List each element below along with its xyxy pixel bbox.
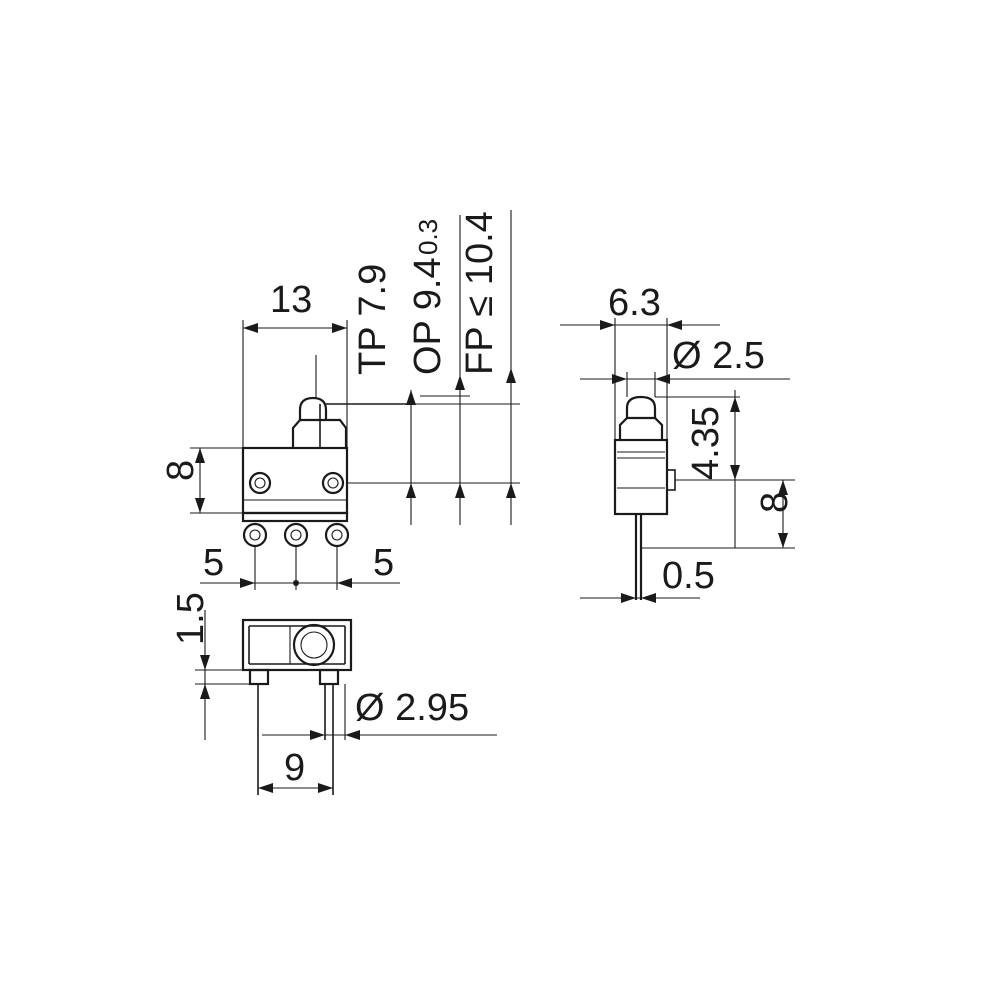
dim-5-left: 5 [203,542,224,584]
bottom-hole [292,623,336,667]
plunger [298,396,328,420]
dim-4-35: 4.35 [685,406,727,480]
dim-op: OP 9.4 [407,257,449,375]
terminal-1 [242,522,268,548]
dim-dia-2-5: Ø 2.5 [672,335,765,377]
dim-1-5: 1.5 [170,592,212,645]
terminal-3 [324,522,350,548]
mount-hole-right [321,471,345,495]
dim-dia-2-95: Ø 2.95 [355,687,469,729]
dim-8-side: 8 [754,492,796,513]
bottom-view: 1.5 Ø 2.95 9 [170,592,497,795]
terminal-2 [283,522,309,548]
dim-fp: FP ≤ 10.4 [459,211,501,375]
dim-8-left: 8 [160,460,202,481]
dim-13: 13 [270,279,312,321]
dim-6-3: 6.3 [608,282,661,324]
side-view: 6.3 Ø 2.5 4.35 8 0.5 [560,282,796,603]
dim-0-5: 0.5 [662,555,715,597]
bottom-body [241,618,353,672]
side-body [613,438,669,516]
dim-9: 9 [284,747,305,789]
front-view: 13 8 5 5 TP 7.9 OP 9.4 0.3 [160,210,520,590]
mount-hole-left [248,471,272,495]
dim-op-tol: 0.3 [413,219,443,255]
dim-5-right: 5 [373,542,394,584]
dim-tp: TP 7.9 [352,264,394,375]
switch-body [241,446,349,515]
